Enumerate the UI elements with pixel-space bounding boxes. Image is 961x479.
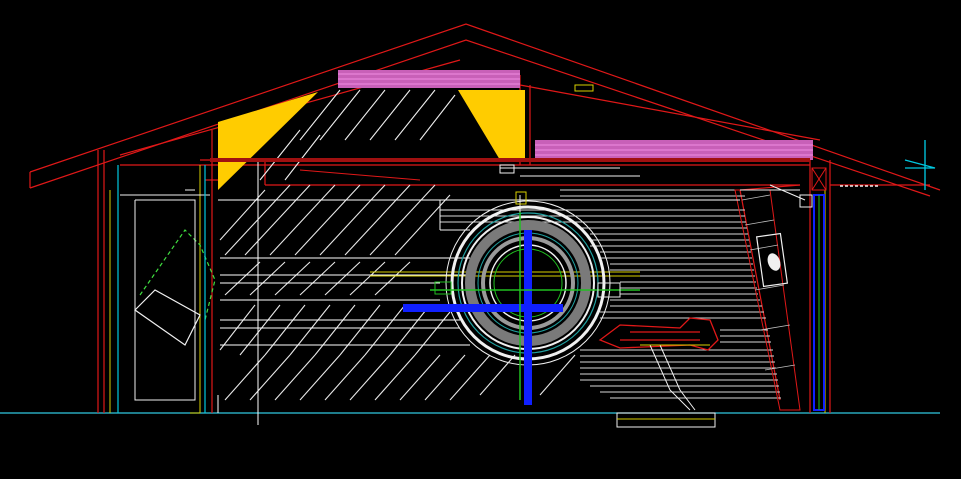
misc-details bbox=[499, 84, 806, 201]
green-axis bbox=[430, 212, 640, 400]
section-arrow-icon bbox=[904, 140, 936, 190]
blue-cross bbox=[403, 230, 563, 405]
roof-insulation bbox=[338, 70, 813, 160]
wedge-left bbox=[218, 92, 318, 190]
wedge-right bbox=[458, 90, 525, 160]
floor-platform bbox=[616, 412, 716, 428]
yellow-wedges bbox=[218, 90, 525, 190]
hatch-upper bbox=[259, 89, 456, 181]
projector-unit bbox=[598, 317, 719, 351]
slats-right bbox=[440, 189, 781, 399]
projector-stand bbox=[640, 344, 710, 411]
track-lines bbox=[217, 160, 740, 425]
spotlight-icon bbox=[755, 232, 789, 288]
left-chair-outline bbox=[120, 189, 216, 401]
hatch-main bbox=[219, 184, 576, 401]
cross-detail bbox=[434, 191, 621, 298]
right-slab-hatch bbox=[741, 194, 796, 371]
right-wall-column bbox=[799, 167, 880, 411]
yellow-guides bbox=[109, 165, 826, 414]
